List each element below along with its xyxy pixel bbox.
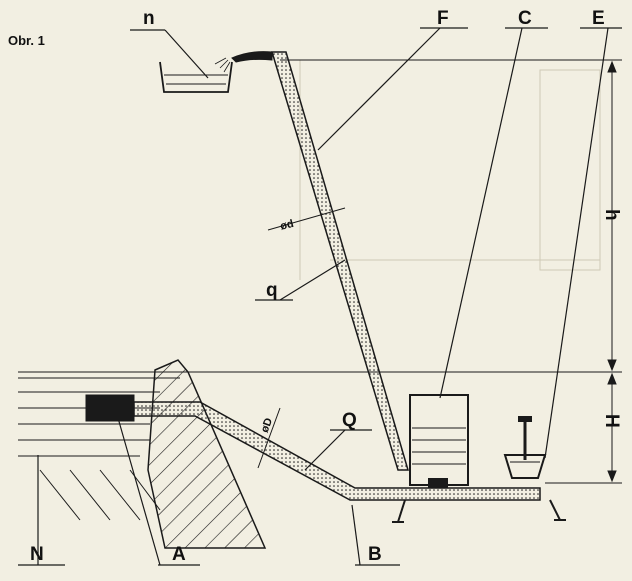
leader-lines — [18, 27, 622, 566]
background-print-through — [299, 60, 601, 280]
air-chamber — [409, 394, 469, 488]
intake-strainer — [85, 394, 135, 422]
waste-valve — [503, 416, 547, 479]
label-q-small: q — [266, 280, 278, 301]
label-diameter-D: øD — [259, 416, 275, 434]
delivery-pipe — [231, 51, 410, 471]
level-lines — [18, 59, 622, 484]
figure-label: Obr. 1 — [8, 33, 45, 48]
label-b: B — [368, 544, 382, 565]
label-f: F — [437, 8, 449, 29]
label-a: A — [172, 544, 186, 565]
label-h-large: H — [601, 414, 622, 428]
label-c: C — [518, 8, 532, 29]
label-n: n — [143, 8, 155, 29]
ram-supports — [392, 499, 566, 523]
diameter-markers — [257, 207, 346, 469]
label-diameter-d: ød — [279, 218, 295, 233]
dimension-lines — [607, 60, 617, 483]
drive-pipe — [133, 401, 541, 501]
label-e: E — [592, 8, 605, 29]
dam-wall — [39, 359, 267, 549]
label-h-small: h — [601, 209, 622, 221]
label-n-large: N — [30, 544, 44, 565]
label-q-large: Q — [342, 410, 357, 431]
upper-tank — [159, 57, 233, 93]
